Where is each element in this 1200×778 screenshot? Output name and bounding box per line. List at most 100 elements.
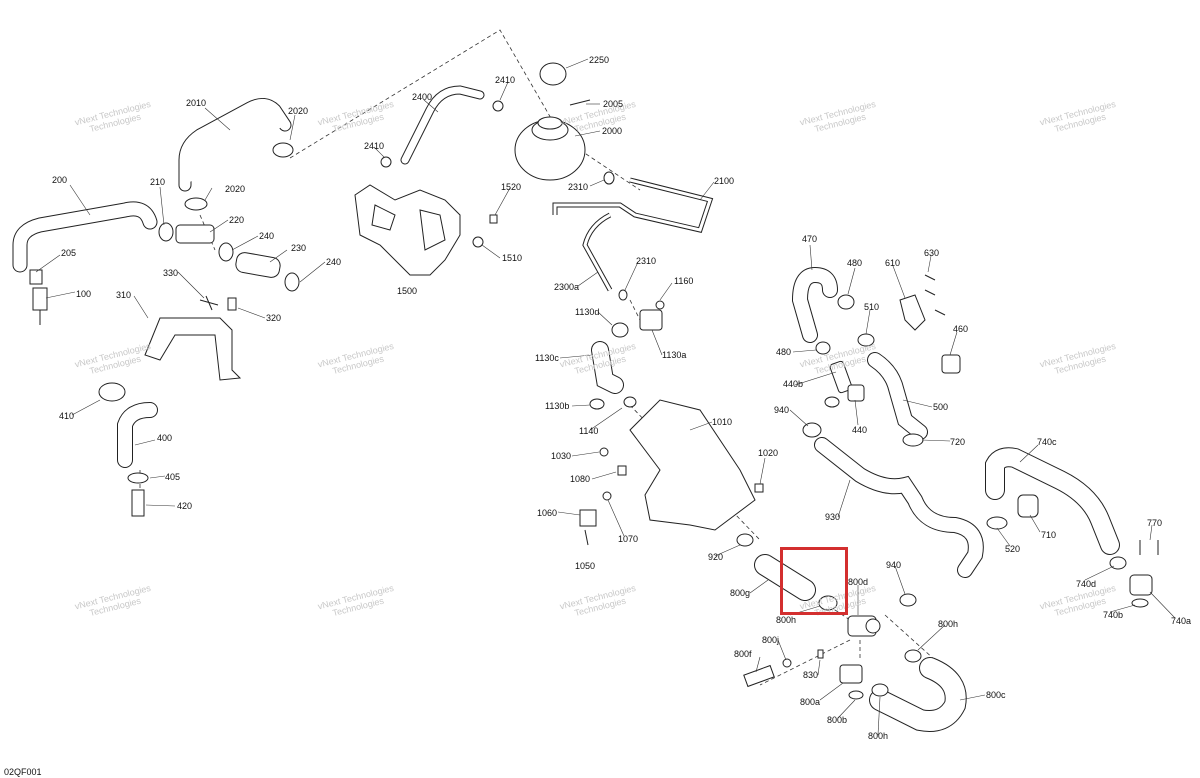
part-label-420[interactable]: 420 <box>177 501 193 511</box>
part-label-800h[interactable]: 800h <box>776 615 797 625</box>
part-label-1050[interactable]: 1050 <box>575 561 596 571</box>
part-label-2310[interactable]: 2310 <box>636 256 657 266</box>
part-label-1520[interactable]: 1520 <box>501 182 522 192</box>
part-label-720[interactable]: 720 <box>950 437 966 447</box>
part-label-1030[interactable]: 1030 <box>551 451 572 461</box>
part-label-800f[interactable]: 800f <box>734 649 752 659</box>
hose-200 <box>12 201 158 273</box>
oring-800b <box>848 690 864 700</box>
part-label-520[interactable]: 520 <box>1005 544 1021 554</box>
clamp-2020b <box>184 197 208 211</box>
part-label-205[interactable]: 205 <box>61 248 77 258</box>
part-label-800b[interactable]: 800b <box>827 715 848 725</box>
part-label-400[interactable]: 400 <box>157 433 173 443</box>
part-label-230[interactable]: 230 <box>291 243 307 253</box>
part-label-240[interactable]: 240 <box>326 257 342 267</box>
bolt-1020 <box>754 483 764 493</box>
part-label-440b[interactable]: 440b <box>783 379 804 389</box>
part-label-940[interactable]: 940 <box>886 560 902 570</box>
part-label-2010[interactable]: 2010 <box>186 98 207 108</box>
part-label-2020[interactable]: 2020 <box>288 106 309 116</box>
part-label-2410[interactable]: 2410 <box>495 75 516 85</box>
part-label-220[interactable]: 220 <box>229 215 245 225</box>
part-label-2100[interactable]: 2100 <box>714 176 735 186</box>
part-label-800d[interactable]: 800d <box>848 577 869 587</box>
nut-1030 <box>599 447 609 457</box>
part-label-2400[interactable]: 2400 <box>412 92 433 102</box>
part-label-410[interactable]: 410 <box>59 411 75 421</box>
part-label-630[interactable]: 630 <box>924 248 940 258</box>
part-label-800c[interactable]: 800c <box>986 690 1006 700</box>
part-label-320[interactable]: 320 <box>266 313 282 323</box>
part-label-440[interactable]: 440 <box>852 425 868 435</box>
part-label-920[interactable]: 920 <box>708 552 724 562</box>
part-label-480[interactable]: 480 <box>847 258 863 268</box>
clamp-2020a <box>272 142 294 158</box>
part-label-800a[interactable]: 800a <box>800 697 821 707</box>
grommet-1510 <box>472 236 484 248</box>
part-label-310[interactable]: 310 <box>116 290 132 300</box>
selected-part-highlight[interactable] <box>780 547 848 615</box>
part-label-2005[interactable]: 2005 <box>603 99 624 109</box>
part-label-1500[interactable]: 1500 <box>397 286 418 296</box>
hose-800c <box>869 657 967 732</box>
part-label-740a[interactable]: 740a <box>1171 616 1192 626</box>
part-label-1020[interactable]: 1020 <box>758 448 779 458</box>
part-label-2300a[interactable]: 2300a <box>554 282 580 292</box>
oring-440b <box>824 396 840 408</box>
hose-2400 <box>400 85 485 165</box>
part-label-1130c[interactable]: 1130c <box>535 353 559 363</box>
hose-400 <box>117 402 158 468</box>
washer-800j <box>782 658 792 668</box>
diagram-code: 02QF001 <box>4 767 42 777</box>
part-label-460[interactable]: 460 <box>953 324 969 334</box>
elbow-800a <box>839 664 863 684</box>
part-label-800g[interactable]: 800g <box>730 588 751 598</box>
part-label-930[interactable]: 930 <box>825 512 841 522</box>
part-label-1080[interactable]: 1080 <box>570 474 591 484</box>
part-label-740b[interactable]: 740b <box>1103 610 1124 620</box>
part-label-1130a[interactable]: 1130a <box>662 350 687 360</box>
part-label-100[interactable]: 100 <box>76 289 92 299</box>
part-label-500[interactable]: 500 <box>933 402 949 412</box>
part-label-1010[interactable]: 1010 <box>712 417 733 427</box>
part-label-1130b[interactable]: 1130b <box>545 401 570 411</box>
part-label-800h[interactable]: 800h <box>868 731 889 741</box>
part-label-610[interactable]: 610 <box>885 258 901 268</box>
part-label-710[interactable]: 710 <box>1041 530 1057 540</box>
part-label-480[interactable]: 480 <box>776 347 792 357</box>
fitting-740a <box>1129 574 1153 596</box>
part-label-510[interactable]: 510 <box>864 302 880 312</box>
clamp-210 <box>158 222 174 242</box>
part-label-770[interactable]: 770 <box>1147 518 1163 528</box>
part-label-470[interactable]: 470 <box>802 234 818 244</box>
part-label-800j[interactable]: 800j <box>762 635 780 645</box>
part-label-210[interactable]: 210 <box>150 177 166 187</box>
part-label-1070[interactable]: 1070 <box>618 534 639 544</box>
part-label-1140[interactable]: 1140 <box>579 426 599 436</box>
part-label-740c[interactable]: 740c <box>1037 437 1057 447</box>
bracket-1500 <box>354 184 461 276</box>
part-label-1160[interactable]: 1160 <box>674 276 694 286</box>
part-label-200[interactable]: 200 <box>52 175 68 185</box>
part-label-2000[interactable]: 2000 <box>602 126 623 136</box>
part-label-2310[interactable]: 2310 <box>568 182 589 192</box>
part-label-1060[interactable]: 1060 <box>537 508 558 518</box>
part-label-240[interactable]: 240 <box>259 231 275 241</box>
fitting-1130a <box>639 300 665 331</box>
part-label-800h[interactable]: 800h <box>938 619 959 629</box>
part-label-330[interactable]: 330 <box>163 268 179 278</box>
part-label-1130d[interactable]: 1130d <box>575 307 600 317</box>
part-label-1510[interactable]: 1510 <box>502 253 523 263</box>
clamp-480b <box>815 341 831 355</box>
part-label-2410[interactable]: 2410 <box>364 141 385 151</box>
oring-740b <box>1131 598 1149 608</box>
part-label-2250[interactable]: 2250 <box>589 55 610 65</box>
clamp-2410a <box>492 100 504 112</box>
hose-800g <box>754 554 816 601</box>
part-label-2020[interactable]: 2020 <box>225 184 246 194</box>
part-label-740d[interactable]: 740d <box>1076 579 1097 589</box>
part-label-405[interactable]: 405 <box>165 472 181 482</box>
part-label-940[interactable]: 940 <box>774 405 790 415</box>
part-label-830[interactable]: 830 <box>803 670 819 680</box>
